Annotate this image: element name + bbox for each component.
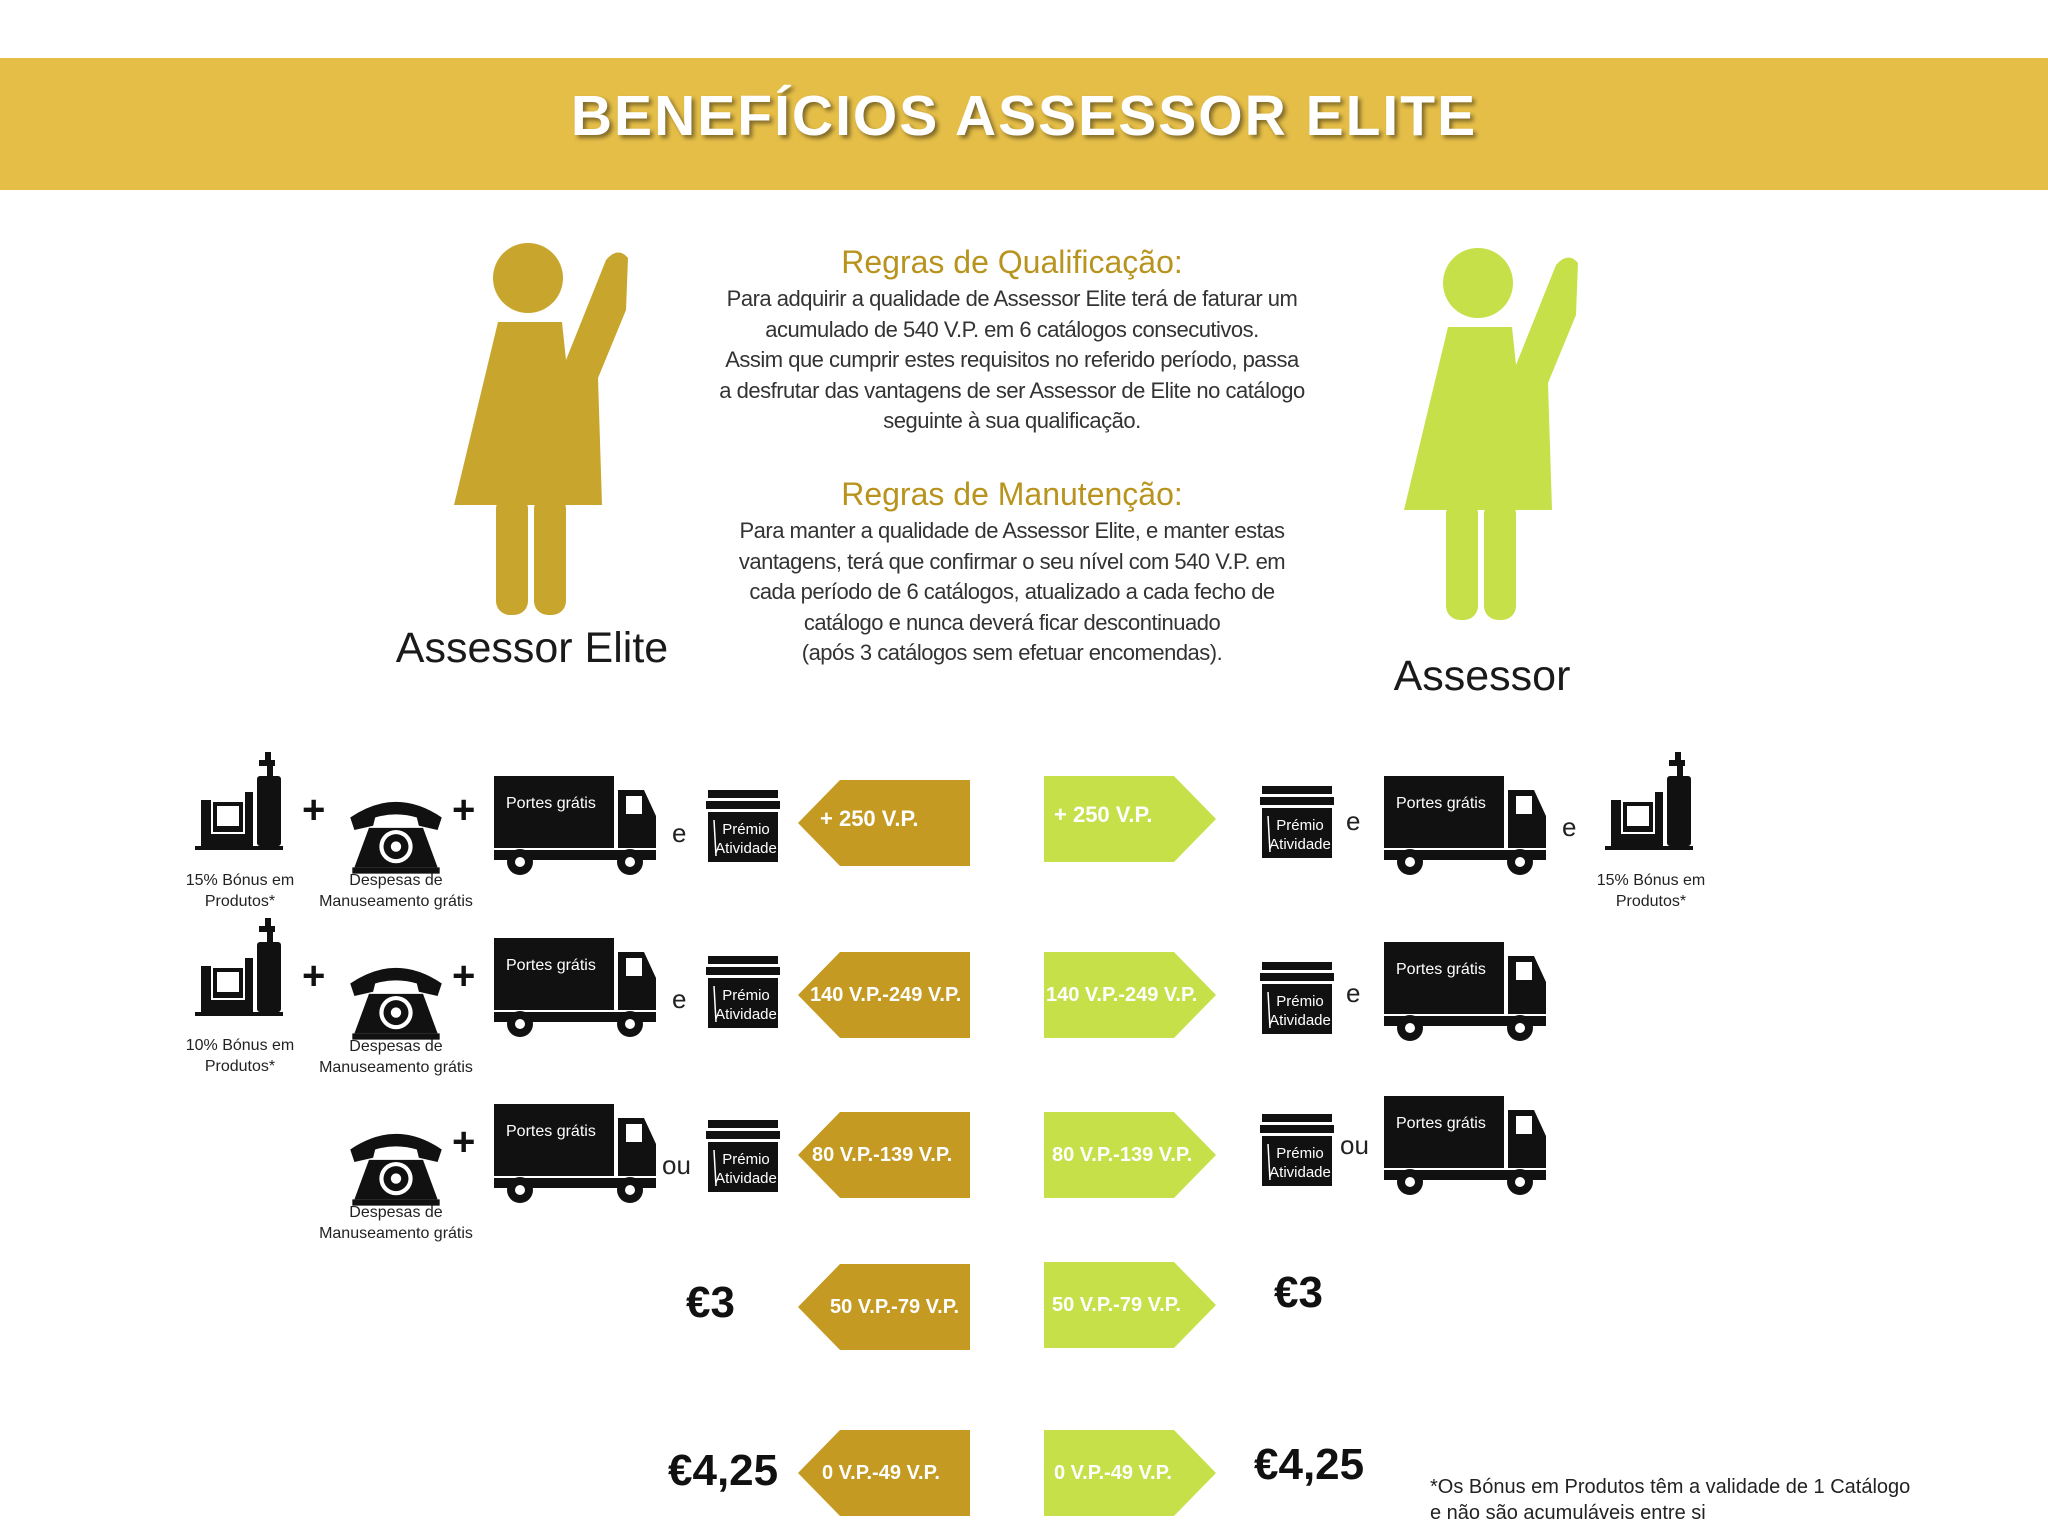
elite-person-icon	[454, 243, 628, 615]
free-shipping-truck-icon: Portes grátis	[1384, 776, 1546, 875]
and-word: e	[1346, 806, 1361, 836]
svg-text:Portes grátis: Portes grátis	[506, 1123, 596, 1140]
svg-text:Atividade: Atividade	[1269, 1164, 1331, 1181]
svg-text:Prémio: Prémio	[1276, 993, 1324, 1010]
assessor-tier-label: 0 V.P.-49 V.P.	[1054, 1462, 1172, 1484]
products-bonus-icon	[1605, 752, 1693, 850]
free-shipping-truck-icon: Portes grátis	[494, 938, 656, 1037]
assessor-tier-arrow	[1044, 1430, 1216, 1516]
svg-text:Prémio: Prémio	[1276, 1145, 1324, 1162]
page-title: BENEFÍCIOS ASSESSOR ELITE	[570, 84, 1478, 148]
elite-label: Assessor Elite	[395, 624, 669, 672]
telephone-icon	[350, 1133, 442, 1206]
assessor-tier-arrow	[1044, 1262, 1216, 1348]
svg-text:Prémio: Prémio	[722, 987, 770, 1004]
header-banner	[0, 58, 2048, 190]
plus-sign: +	[452, 788, 476, 832]
telephone-icon	[350, 967, 442, 1040]
elite-tier-label: 80 V.P.-139 V.P.	[812, 1144, 953, 1166]
products-bonus-icon	[195, 918, 283, 1016]
qualification-title: Regras de Qualificação:	[841, 244, 1183, 280]
plus-sign: +	[302, 954, 326, 998]
assessor-tier-label: 50 V.P.-79 V.P.	[1052, 1294, 1182, 1316]
plus-sign: +	[452, 954, 476, 998]
maintenance-text: Para manter a qualidade de Assessor Elit…	[738, 518, 1286, 665]
elite-fee: €3	[686, 1278, 735, 1327]
elite-tier-label: + 250 V.P.	[820, 806, 919, 831]
assessor-label: Assessor	[1393, 652, 1571, 700]
assessor-fee: €3	[1274, 1268, 1323, 1317]
assessor-person-icon	[1404, 248, 1578, 620]
svg-text:Prémio: Prémio	[1276, 817, 1324, 834]
assessor-tier-arrow	[1044, 776, 1216, 862]
and-word: e	[672, 818, 687, 848]
svg-text:Portes grátis: Portes grátis	[506, 957, 596, 974]
elite-fee: €4,25	[668, 1446, 779, 1495]
svg-text:Atividade: Atividade	[715, 1170, 777, 1187]
and-word: e	[1562, 812, 1577, 842]
svg-text:Atividade: Atividade	[715, 1006, 777, 1023]
assessor-tier-arrow	[1044, 1112, 1216, 1198]
svg-text:Portes grátis: Portes grátis	[1396, 1115, 1486, 1132]
free-shipping-truck-icon: Portes grátis	[1384, 942, 1546, 1041]
products-bonus-icon	[195, 752, 283, 850]
truck-label: Portes grátis	[506, 795, 596, 812]
footnote: *Os Bónus em Produtos têm a validade de …	[1430, 1476, 1911, 1524]
assessor-tier-label: 80 V.P.-139 V.P.	[1052, 1144, 1193, 1166]
elite-tier-arrow	[798, 780, 970, 866]
elite-tier-arrow	[798, 1264, 970, 1350]
free-shipping-truck-icon: Portes grátis	[1384, 1096, 1546, 1195]
plus-sign: +	[452, 1120, 476, 1164]
svg-text:Portes grátis: Portes grátis	[1396, 795, 1486, 812]
free-shipping-truck-icon: Portes grátis	[494, 776, 656, 875]
elite-tier-label: 140 V.P.-249 V.P.	[810, 984, 962, 1006]
svg-text:Portes grátis: Portes grátis	[1396, 961, 1486, 978]
and-word: e	[672, 984, 687, 1014]
maintenance-title: Regras de Manutenção:	[841, 476, 1183, 512]
assessor-tier-label: 140 V.P.-249 V.P.	[1046, 984, 1198, 1006]
svg-text:Atividade: Atividade	[1269, 836, 1331, 853]
svg-text:Prémio: Prémio	[722, 821, 770, 838]
elite-tier-arrow	[798, 952, 970, 1038]
svg-text:Atividade: Atividade	[1269, 1012, 1331, 1029]
plus-sign: +	[302, 788, 326, 832]
elite-tier-label: 0 V.P.-49 V.P.	[822, 1462, 940, 1484]
or-word: ou	[662, 1150, 691, 1180]
assessor-tier-label: + 250 V.P.	[1054, 802, 1153, 827]
elite-tier-arrow	[798, 1112, 970, 1198]
and-word: e	[1346, 978, 1361, 1008]
free-shipping-truck-icon: Portes grátis	[494, 1104, 656, 1203]
elite-tier-arrow	[798, 1430, 970, 1516]
svg-text:Atividade: Atividade	[715, 840, 777, 857]
elite-tier-label: 50 V.P.-79 V.P.	[830, 1296, 960, 1318]
svg-text:Prémio: Prémio	[722, 1151, 770, 1168]
assessor-tier-arrow	[1044, 952, 1216, 1038]
telephone-icon	[350, 801, 442, 874]
assessor-fee: €4,25	[1254, 1440, 1365, 1489]
qualification-text: Para adquirir a qualidade de Assessor El…	[719, 286, 1305, 433]
or-word: ou	[1340, 1130, 1369, 1160]
